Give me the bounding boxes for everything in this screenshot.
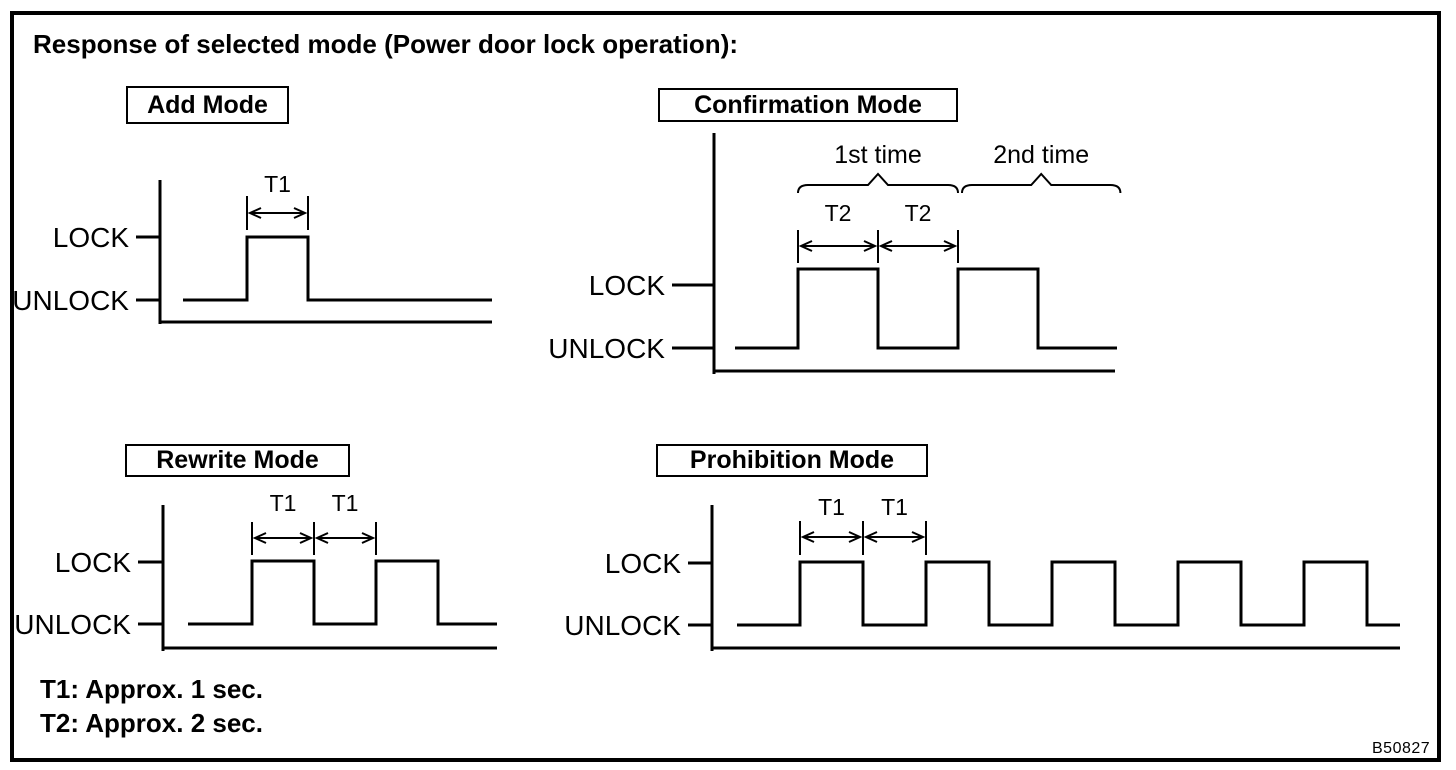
mode-label-prohibition: Prohibition Mode xyxy=(689,446,895,474)
add-mode-waveform xyxy=(183,235,492,302)
mode-label-box-confirmation: Confirmation Mode xyxy=(658,88,958,122)
confirmation-mode-brace-0 xyxy=(797,172,959,194)
confirmation-mode-dim-arrowhead-right xyxy=(863,240,878,252)
prohibition-mode-waveform xyxy=(737,560,1400,627)
confirmation-mode-dim-arrowhead-left xyxy=(878,240,893,252)
prohibition-mode-unlock-label: UNLOCK xyxy=(564,610,681,641)
prohibition-mode-dim-arrowhead-right xyxy=(911,531,926,543)
confirmation-mode-brace-label-0: 1st time xyxy=(834,141,922,169)
rewrite-mode-dim-label-1: T1 xyxy=(332,490,359,516)
add-mode-unlock-label: UNLOCK xyxy=(12,285,129,316)
prohibition-mode-dim-label-0: T1 xyxy=(818,494,845,520)
mode-label-box-prohibition: Prohibition Mode xyxy=(656,444,928,477)
prohibition-mode-lock-label: LOCK xyxy=(605,548,682,579)
add-mode-dim-arrowhead-left xyxy=(247,207,262,219)
rewrite-mode-dim-arrowhead-left xyxy=(252,532,267,544)
confirmation-mode-lock-label: LOCK xyxy=(589,270,666,301)
mode-label-add: Add Mode xyxy=(147,90,268,119)
confirmation-mode-waveform xyxy=(735,267,1117,350)
figure-border xyxy=(10,11,1441,762)
prohibition-mode-dim-arrowhead-right xyxy=(848,531,863,543)
rewrite-mode-dim-arrowhead-right xyxy=(299,532,314,544)
figure-title: Response of selected mode (Power door lo… xyxy=(33,29,739,59)
confirmation-mode-dim-label-0: T2 xyxy=(825,200,852,226)
confirmation-mode-dim-label-1: T2 xyxy=(905,200,932,226)
rewrite-mode-dim-label-0: T1 xyxy=(270,490,297,516)
rewrite-mode-waveform xyxy=(188,559,497,626)
mode-label-box-rewrite: Rewrite Mode xyxy=(125,444,350,477)
mode-label-confirmation: Confirmation Mode xyxy=(694,90,922,119)
prohibition-mode-dim-label-1: T1 xyxy=(881,494,908,520)
mode-label-box-add: Add Mode xyxy=(126,86,289,124)
confirmation-mode-dim-arrowhead-left xyxy=(798,240,813,252)
confirmation-mode-brace-label-1: 2nd time xyxy=(993,141,1089,169)
confirmation-mode-unlock-label: UNLOCK xyxy=(548,333,665,364)
rewrite-mode-lock-label: LOCK xyxy=(55,547,132,578)
prohibition-mode-dim-arrowhead-left xyxy=(863,531,878,543)
prohibition-mode-dim-arrowhead-left xyxy=(800,531,815,543)
confirmation-mode-dim-arrowhead-right xyxy=(943,240,958,252)
note-t2-duration: T2: Approx. 2 sec. xyxy=(40,708,263,738)
add-mode-lock-label: LOCK xyxy=(53,222,130,253)
add-mode-dim-label-0: T1 xyxy=(264,171,291,197)
rewrite-mode-unlock-label: UNLOCK xyxy=(14,609,131,640)
rewrite-mode-dim-arrowhead-right xyxy=(361,532,376,544)
rewrite-mode-dim-arrowhead-left xyxy=(314,532,329,544)
add-mode-dim-arrowhead-right xyxy=(293,207,308,219)
confirmation-mode-brace-1 xyxy=(961,172,1122,194)
figure-id-code: B50827 xyxy=(1372,740,1431,757)
note-t1-duration: T1: Approx. 1 sec. xyxy=(40,674,263,704)
mode-label-rewrite: Rewrite Mode xyxy=(156,446,319,474)
